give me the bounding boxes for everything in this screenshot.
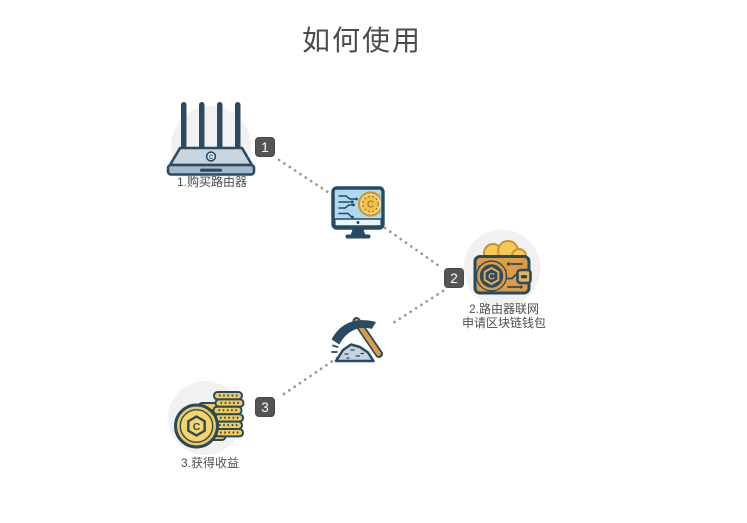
connector-segment-3 — [388, 289, 445, 327]
connector-segment-1 — [277, 158, 336, 198]
step-1-number: 1 — [261, 139, 269, 155]
wallet-icon: C — [463, 229, 541, 307]
connector-segment-2 — [383, 226, 444, 270]
page-title: 如何使用 — [301, 25, 422, 56]
step-2-label: 2.路由器联网 申请区块链钱包 — [461, 302, 546, 330]
coin-letter: C — [193, 421, 201, 433]
coins-icon: C — [168, 381, 245, 455]
step-1-label: 1.购买路由器 — [176, 175, 247, 189]
step-2-number: 2 — [450, 270, 458, 286]
computer-monitor-icon: C — [331, 186, 385, 239]
connector-segment-4 — [279, 356, 339, 398]
step-3-badge: 3 — [255, 397, 275, 417]
screen-coin-letter: C — [367, 200, 374, 211]
step-2-badge: 2 — [444, 268, 464, 288]
router-icon: C — [166, 102, 256, 186]
wallet-coin-letter: C — [488, 272, 495, 283]
step-3-number: 3 — [261, 399, 269, 415]
step-1-badge: 1 — [255, 137, 275, 157]
screen-coin: C — [357, 191, 381, 217]
router-emblem-letter: C — [209, 155, 214, 161]
pickaxe-icon — [331, 317, 383, 363]
step-3-label: 3.获得收益 — [180, 456, 239, 470]
